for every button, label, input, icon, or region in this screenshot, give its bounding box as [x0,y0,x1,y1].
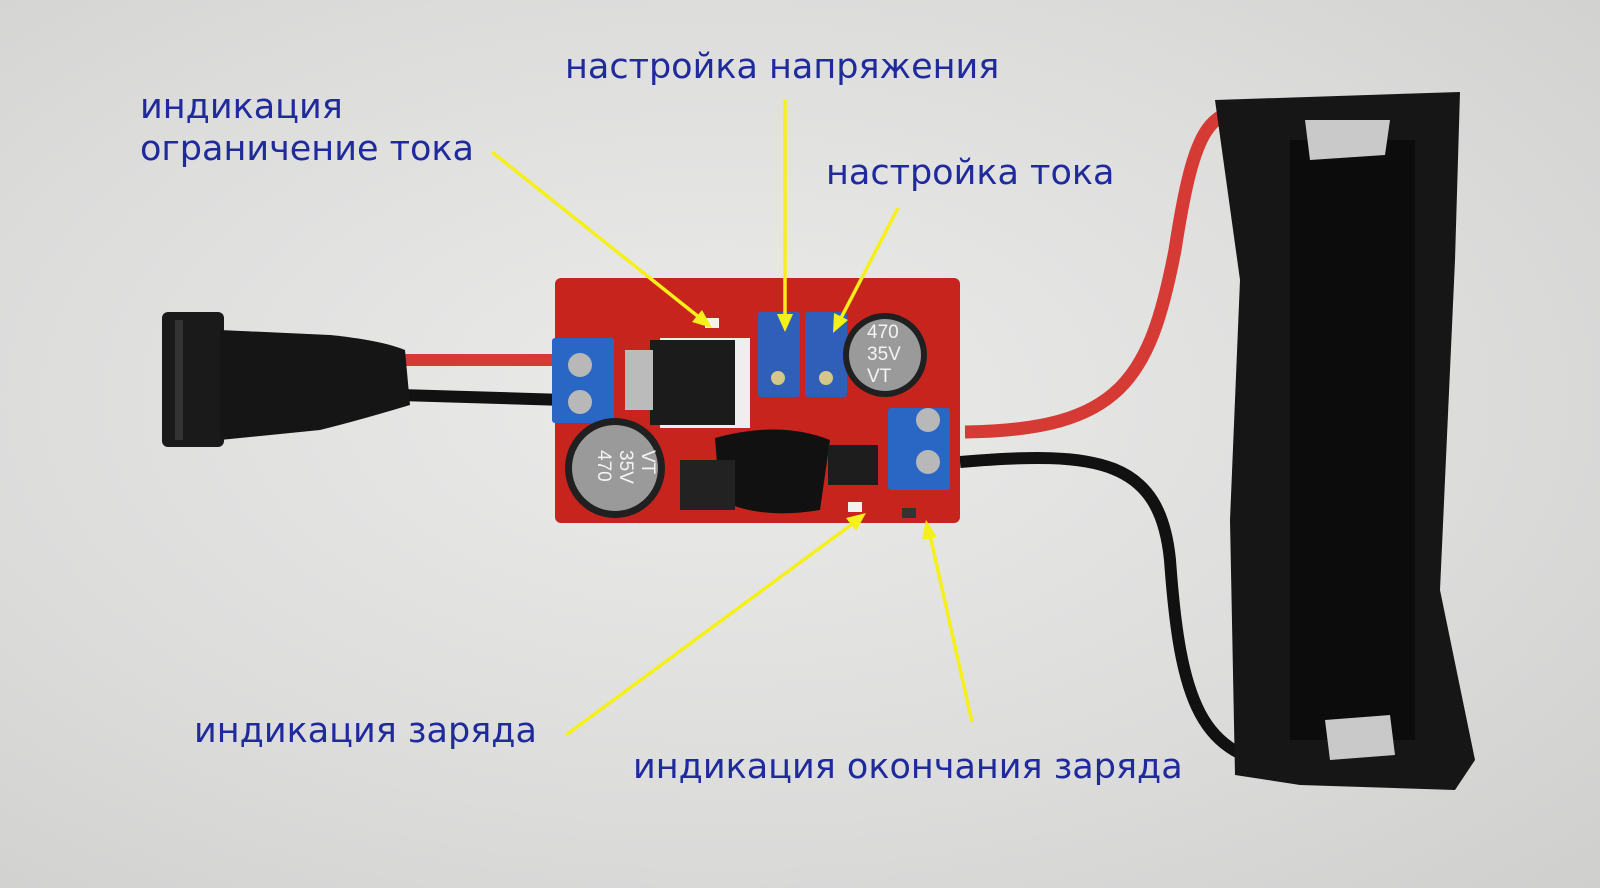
input-terminal-block [552,338,614,423]
svg-text:VT: VT [867,366,892,387]
label-line-2: ограничение тока [140,129,474,169]
battery-contact-top [1305,120,1390,160]
voltage-trimmer [758,312,800,397]
charge-complete-led [902,508,916,518]
annotation-arrows [490,100,974,737]
current-limit-led [705,318,719,328]
arrow-charge-complete-indicator [928,534,974,723]
svg-text:35V: 35V [615,450,636,484]
current-trimmer [805,312,847,397]
svg-text:35V: 35V [867,344,901,365]
arrow-current-limit-indicator [490,150,702,320]
input-wires [399,354,566,406]
svg-text:VT: VT [637,450,658,475]
dc-plug [162,312,410,447]
arrow-charge-indicator [564,520,857,737]
label-voltage-adjust: настройка напряжения [565,47,1000,87]
capacitor-top: 470 35V VT [843,313,927,397]
arrow-current-adjust [838,207,900,321]
battery-contact-bottom [1325,715,1395,760]
label-current-adjust: настройка тока [826,153,1115,193]
capacitor-bottom: 470 35V VT [565,418,665,518]
regulator-ic [650,340,735,425]
svg-text:470: 470 [593,450,614,482]
battery-holder-18650 [1215,92,1475,790]
charge-led [848,502,862,512]
svg-text:470: 470 [867,322,899,343]
inductor [715,429,830,514]
charger-pcb: 470 35V VT 470 35V VT [552,278,960,523]
label-current-limit-indicator: индикация ограничение тока [140,86,474,170]
label-line-1: индикация [140,87,343,127]
label-charge-complete-indicator: индикация окончания заряда [633,747,1183,787]
label-charge-indicator: индикация заряда [194,711,537,751]
